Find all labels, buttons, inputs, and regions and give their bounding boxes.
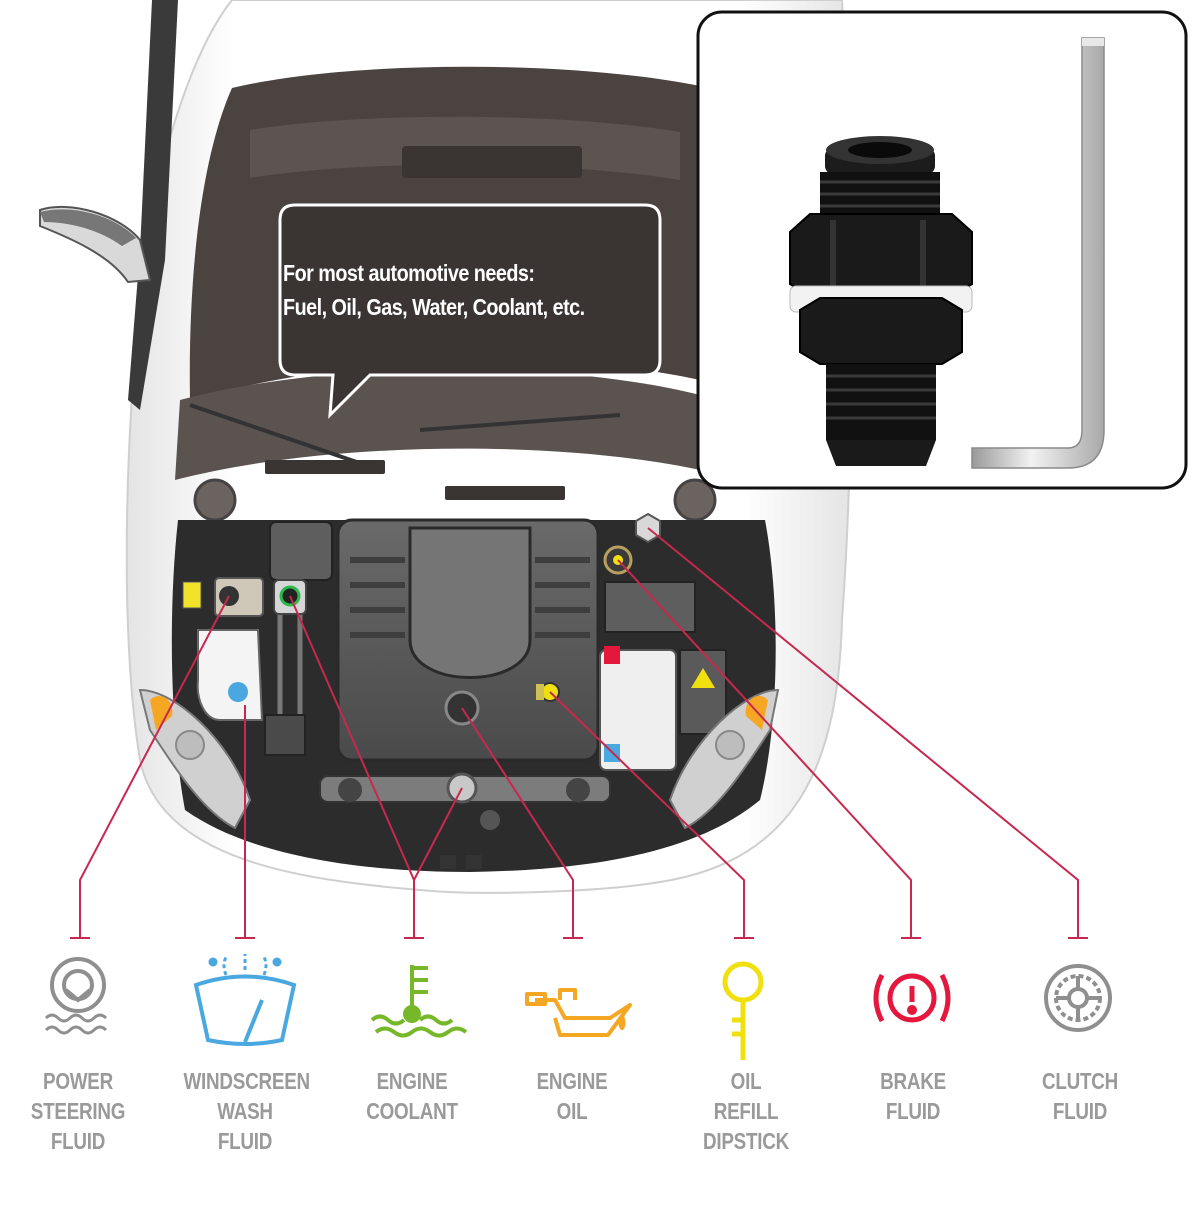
bulkhead-fitting-image: [789, 136, 973, 466]
label-oil-refill-dipstick: OIL REFILL DIPSTICK: [702, 1068, 790, 1154]
windscreen-washer-icon: [193, 954, 297, 1046]
car-door-line: [128, 0, 178, 410]
leader-line-power-steering: [79, 595, 230, 938]
side-mirror: [39, 205, 152, 284]
dipstick-icon: [722, 961, 764, 1060]
leader-line-clutch: [647, 527, 1079, 938]
label-power-steering-fluid: POWER STEERING FLUID: [30, 1068, 126, 1154]
leader-line-dipstick: [549, 691, 745, 938]
vent-grille: [265, 460, 565, 500]
engine-block: [336, 518, 600, 762]
clutch-disc-icon: [1044, 964, 1112, 1032]
leader-line-brake: [617, 559, 912, 938]
leader-lines: [70, 527, 1088, 939]
brake-warning-icon: [873, 973, 951, 1023]
label-brake-fluid: BRAKE FLUID: [880, 1068, 946, 1124]
oil-can-icon: [525, 988, 632, 1037]
speech-bubble: [278, 203, 662, 419]
label-windscreen-wash-fluid: WINDSCREEN WASH FLUID: [183, 1068, 311, 1154]
leader-line-coolant-2: [413, 787, 463, 881]
callout-line-2: Fuel, Oil, Gas, Water, Coolant, etc.: [283, 294, 585, 320]
coolant-thermometer-icon: [370, 965, 468, 1038]
headlight-left: [138, 688, 252, 830]
label-engine-coolant: ENGINE COOLANT: [366, 1068, 458, 1124]
engine-bay-left-components: [182, 521, 333, 756]
radiator-bar: [319, 772, 611, 830]
leader-line-engine-oil: [461, 707, 574, 938]
cowl: [175, 369, 700, 480]
product-inset-panel: [696, 10, 1188, 490]
engine-bay-right-components: [536, 512, 727, 771]
label-engine-oil: ENGINE OIL: [536, 1068, 608, 1124]
hex-key-image: [971, 37, 1105, 469]
callout-text: For most automotive needs: Fuel, Oil, Ga…: [283, 256, 610, 324]
callout-line-1: For most automotive needs:: [283, 260, 535, 286]
label-clutch-fluid: CLUTCH FLUID: [1041, 1068, 1119, 1124]
steering-wheel-icon: [44, 957, 108, 1035]
